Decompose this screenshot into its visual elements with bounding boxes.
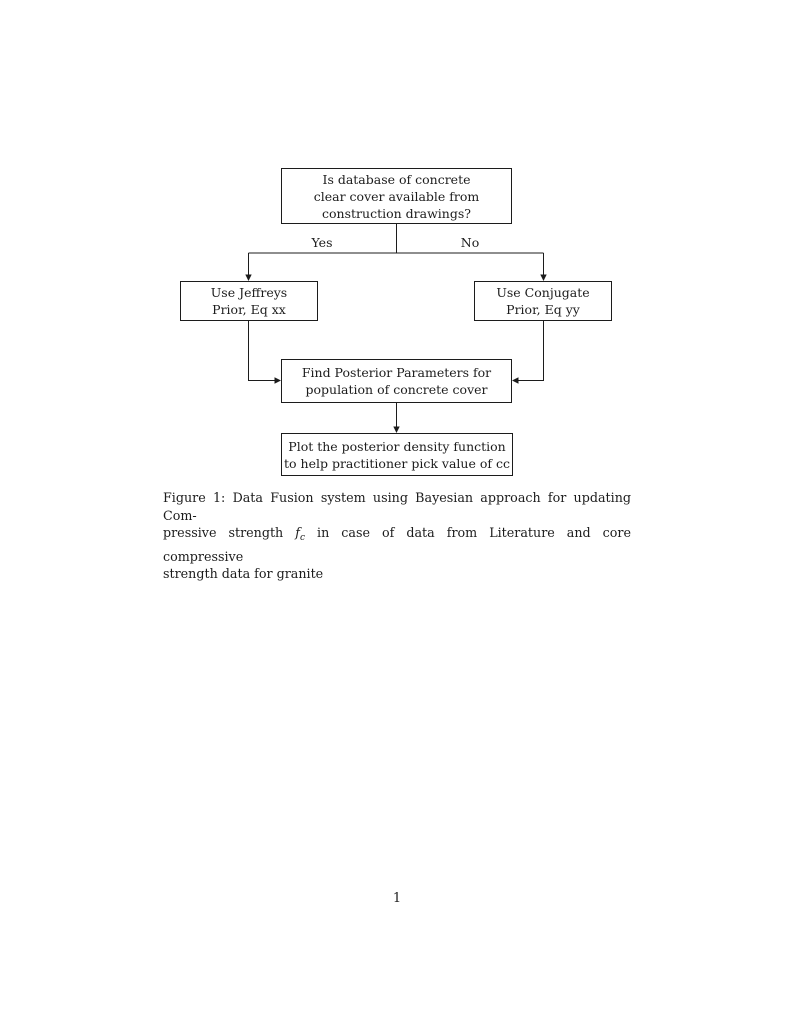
math-variable-f: f — [295, 525, 300, 540]
posterior-parameters-box-line-1: Find Posterior Parameters for — [301, 365, 492, 380]
arrowhead-into-plot — [393, 426, 400, 433]
decision-box-line-3: construction drawings? — [322, 205, 471, 221]
page-number: 1 — [392, 891, 402, 906]
arrowhead-no-down — [540, 274, 547, 281]
decision-box-line-2: clear cover available from — [313, 188, 480, 204]
connector-jeffreys-to-posterior — [248, 321, 277, 381]
conjugate-prior-box-line-2: Prior, Eq yy — [506, 302, 580, 317]
jeffreys-prior-box: Use Jeffreys Prior, Eq xx — [180, 281, 318, 321]
arrowhead-yes-down — [245, 274, 252, 281]
jeffreys-prior-box-line-2: Prior, Eq xx — [212, 302, 286, 317]
figure-caption-line-3: strength data for granite — [163, 566, 324, 581]
connector-conjugate-to-posterior — [516, 321, 544, 381]
plot-density-box-line-1: Plot the posterior density function — [288, 438, 506, 454]
caption-line2-after-math: in case of data from Literature and core… — [163, 525, 631, 564]
decision-box-line-1: Is database of concrete — [322, 171, 471, 187]
figure-caption: Figure 1: Data Fusion system using Bayes… — [163, 489, 631, 583]
branch-label-yes: Yes — [311, 235, 333, 250]
branch-label-no: No — [460, 235, 480, 250]
conjugate-prior-box-line-1: Use Conjugate — [496, 285, 590, 300]
arrowhead-into-posterior-right — [512, 377, 519, 384]
jeffreys-prior-box-line-1: Use Jeffreys — [210, 285, 288, 300]
caption-line2-before-math: pressive strength — [163, 525, 284, 540]
posterior-parameters-box-line-2: population of concrete cover — [305, 382, 488, 397]
plot-density-box-line-2: to help practitioner pick value of cc — [284, 455, 510, 471]
arrowhead-into-posterior-left — [274, 377, 281, 384]
plot-density-box: Plot the posterior density function to h… — [281, 433, 513, 476]
decision-box: Is database of concrete clear cover avai… — [281, 168, 512, 224]
conjugate-prior-box: Use Conjugate Prior, Eq yy — [474, 281, 612, 321]
flowchart-connectors — [245, 224, 547, 433]
figure-caption-line-2: pressive strength fc in case of data fro… — [163, 524, 631, 565]
figure-caption-line-1: Figure 1: Data Fusion system using Bayes… — [163, 490, 631, 523]
math-subscript-c: c — [299, 533, 306, 543]
posterior-parameters-box: Find Posterior Parameters for population… — [281, 359, 512, 403]
